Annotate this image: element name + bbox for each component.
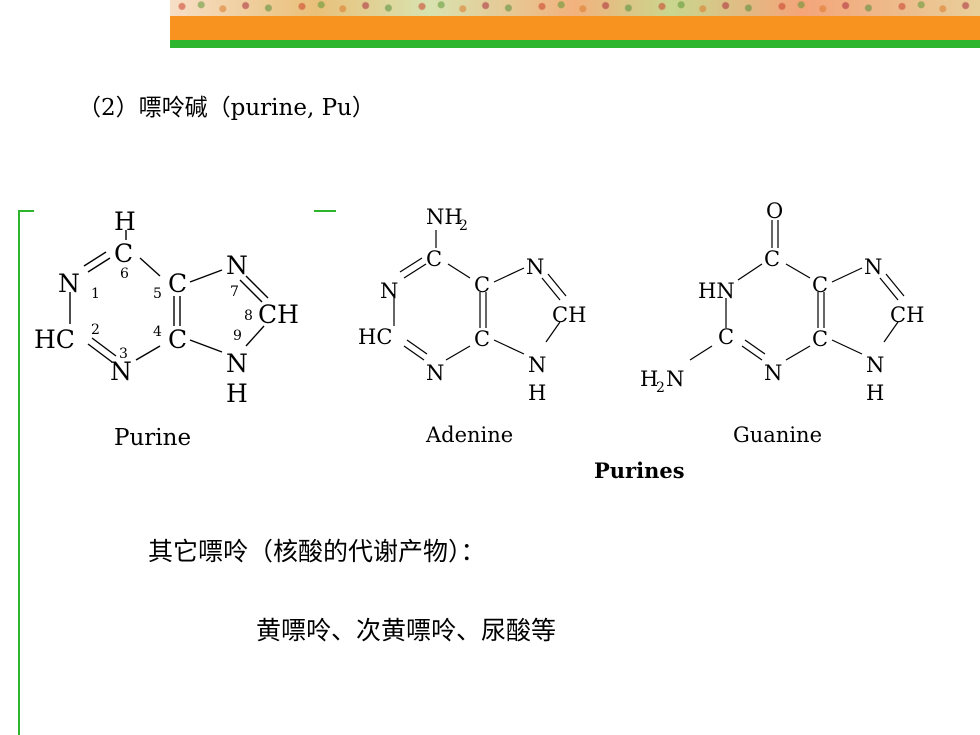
atom-hc: HC: [358, 325, 392, 349]
atom-n-left: N: [380, 279, 398, 303]
atom-h: H: [866, 381, 884, 405]
adenine-name: Adenine: [425, 423, 513, 447]
atom-n-right: N: [864, 255, 882, 279]
atom-n-bot: N: [764, 361, 782, 385]
atom-nh2: NH: [426, 205, 463, 229]
atom-c-left: C: [718, 325, 734, 349]
atom-c-mid-bot: C: [474, 327, 490, 351]
frame-left-line: [18, 210, 20, 735]
header-green-bar: [170, 40, 980, 48]
atom-c-mid-bot: C: [812, 327, 828, 351]
atom-nh2-subscript: 2: [459, 218, 468, 234]
atom-h2n-h: H: [640, 367, 658, 391]
header-orange-bar: [170, 16, 980, 40]
atom-ch: CH: [890, 303, 924, 327]
atom-n3: N: [110, 357, 132, 386]
other-purines-title: 其它嘌呤（核酸的代谢产物）：: [148, 537, 486, 566]
number-7: 7: [230, 284, 239, 300]
number-5: 5: [153, 286, 162, 302]
atom-c-top: C: [426, 247, 442, 271]
atom-n-h: N: [866, 353, 884, 377]
atom-h9: H: [226, 379, 248, 408]
number-1: 1: [91, 286, 100, 302]
slide-heading: （2）嘌呤碱（purine, Pu）: [78, 95, 375, 121]
adenine-structure: [393, 230, 567, 361]
atom-n9: N: [226, 349, 248, 378]
purine-atoms: H C N C N CH HC C N N H: [34, 207, 299, 408]
atom-c-top: C: [764, 247, 780, 271]
atom-h: H: [528, 381, 546, 405]
number-3: 3: [119, 346, 128, 362]
atom-hc2: HC: [34, 325, 75, 354]
atom-c8: CH: [258, 300, 299, 329]
number-2: 2: [91, 322, 100, 338]
frame-top-line-right: [314, 210, 336, 212]
number-6: 6: [120, 266, 129, 282]
atom-hn: HN: [698, 279, 735, 303]
purine-name: Purine: [114, 425, 191, 451]
atom-n-h: N: [528, 353, 546, 377]
number-9: 9: [233, 328, 242, 344]
purine-ring-numbers: 1 2 3 4 5 6 7 8 9: [91, 266, 253, 362]
other-purines-list: 黄嘌呤、次黄嘌呤、尿酸等: [256, 616, 557, 645]
header-banner-pattern: [170, 0, 980, 16]
purine-structures-figure: H C N C N CH HC C N N H 1 2 3 4 5 6 7 8 …: [34, 199, 924, 483]
guanine-atoms: O C HN C N CH C C N N H H 2 N: [640, 199, 924, 405]
atom-h2n-subscript: 2: [656, 380, 665, 396]
purines-caption: Purines: [594, 458, 685, 483]
atom-h: H: [114, 207, 136, 236]
atom-c5: C: [168, 269, 187, 298]
atom-n-bot: N: [426, 361, 444, 385]
guanine-structure: [689, 220, 905, 361]
atom-o: O: [766, 199, 783, 223]
atom-c-mid-top: C: [812, 273, 828, 297]
adenine-atoms: NH 2 C N C N CH HC C N N H: [358, 205, 586, 405]
atom-n1: N: [58, 269, 80, 298]
atom-n7: N: [226, 251, 248, 280]
frame-top-line-left: [18, 210, 34, 212]
atom-c-mid-top: C: [474, 273, 490, 297]
guanine-name: Guanine: [733, 423, 822, 447]
atom-h2n-n: N: [666, 367, 684, 391]
purine-structure: [69, 230, 269, 363]
atom-ch: CH: [552, 303, 586, 327]
atom-c4: C: [168, 325, 187, 354]
number-4: 4: [153, 324, 162, 340]
atom-c6: C: [114, 239, 133, 268]
number-8: 8: [244, 308, 253, 324]
atom-n-right: N: [526, 255, 544, 279]
